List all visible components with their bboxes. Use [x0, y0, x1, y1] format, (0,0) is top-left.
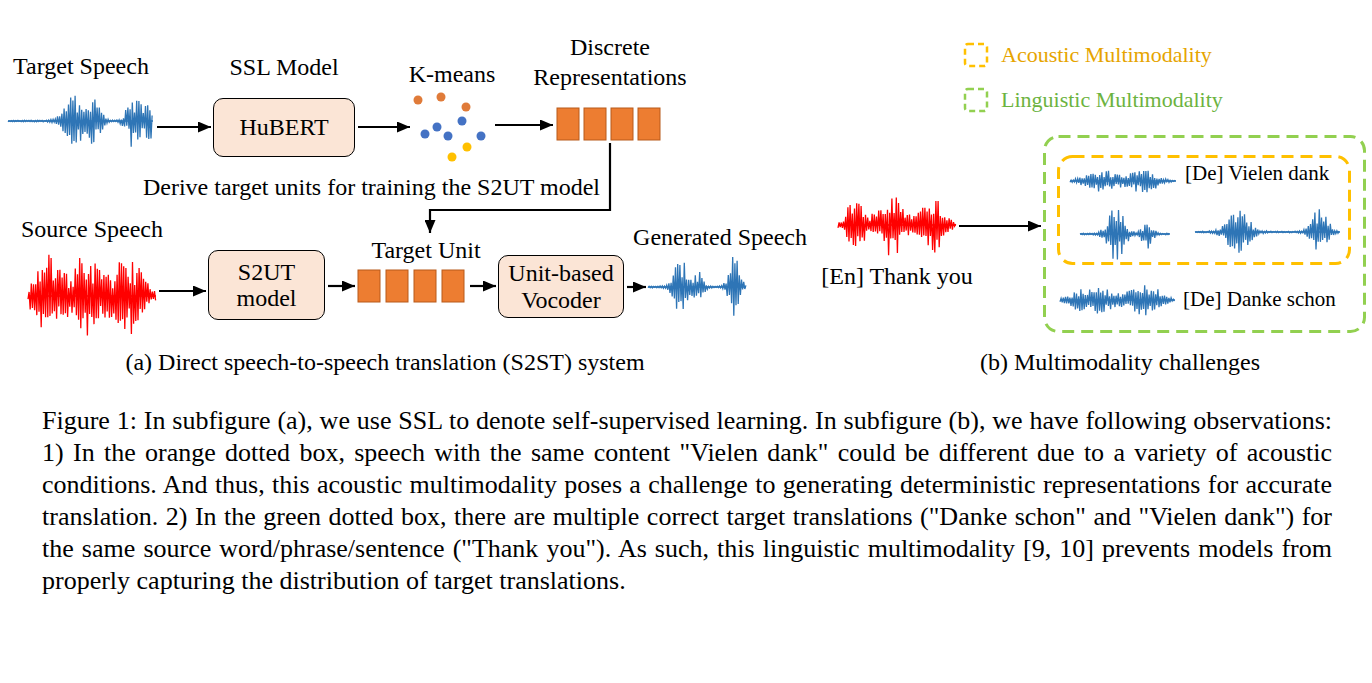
unit-square	[358, 270, 380, 302]
unit-square	[386, 270, 408, 302]
node-caption: Discrete Representations	[525, 32, 695, 92]
discrete-units	[557, 108, 660, 140]
target-units	[358, 270, 464, 302]
s2ut-box: S2UT model	[208, 250, 325, 320]
flow-arrow	[495, 124, 553, 126]
node-caption: K-means	[409, 60, 496, 88]
legend-swatch	[963, 87, 989, 113]
source-speech-waveform: Source Speech	[28, 255, 156, 337]
discrete-units: Discrete Representations	[555, 108, 665, 140]
linguistic-group: [De] Vielen dank [De] Danke schon	[1043, 135, 1366, 333]
unit-square	[414, 270, 436, 302]
box-label: S2UT model	[229, 259, 304, 312]
box-label: HuBERT	[239, 114, 328, 140]
legend-entry: Linguistic Multimodality	[963, 87, 1223, 113]
cluster-dot	[463, 143, 472, 152]
cluster-dot	[421, 130, 430, 139]
cluster-dot	[414, 96, 423, 105]
flow-arrow	[157, 126, 211, 128]
node-caption: Source Speech	[21, 215, 163, 243]
legend-swatch	[965, 89, 987, 111]
node-caption: [De] Vielen dank	[1185, 159, 1329, 187]
flow-arrow	[470, 285, 496, 287]
node-caption: [En] Thank you	[821, 262, 973, 290]
cluster-dot	[433, 123, 442, 132]
kmeans-dots	[414, 93, 486, 162]
subfigure-caption: (b) Multimodality challenges	[980, 347, 1260, 377]
node-caption: [De] Danke schon	[1183, 285, 1336, 313]
legend-text: Linguistic Multimodality	[1001, 87, 1223, 113]
cluster-dot	[444, 132, 453, 141]
unit-square	[611, 108, 633, 140]
node-caption: Target Unit	[371, 236, 480, 264]
cluster-dot	[437, 93, 446, 102]
legend-entry: Acoustic Multimodality	[963, 42, 1212, 68]
edge-label: Derive target units for training the S2U…	[143, 173, 600, 201]
unit-square	[557, 108, 579, 140]
target-speech-waveform: Target Speech	[8, 92, 154, 150]
cluster-dot	[462, 103, 471, 112]
unit-square	[584, 108, 606, 140]
waveform	[8, 96, 152, 147]
node-caption: Generated Speech	[633, 223, 807, 251]
waveforms	[8, 96, 1340, 336]
subfigure-caption: (a) Direct speech-to-speech translation …	[125, 347, 644, 377]
waveform	[28, 255, 156, 336]
acoustic-group: [De] Vielen dank	[1057, 155, 1351, 265]
flow-arrow	[627, 286, 646, 288]
generated-speech-waveform: Generated Speech	[648, 255, 746, 320]
box-label: Unit-based Vocoder	[505, 260, 617, 313]
target-units: Target Unit	[357, 270, 467, 302]
dashed-outline	[1045, 137, 1365, 332]
legend-text: Acoustic Multimodality	[1001, 42, 1212, 68]
waveform	[1195, 209, 1339, 252]
flow-arrow	[358, 126, 410, 128]
figure-caption: Figure 1: In subfigure (a), we use SSL t…	[42, 405, 1332, 597]
cluster-dot	[477, 132, 486, 141]
waveform	[838, 198, 956, 256]
legend-swatch	[965, 44, 987, 66]
unit-square	[442, 270, 464, 302]
waveform	[648, 257, 746, 316]
unit-square	[638, 108, 660, 140]
kmeans-cluster: K-means	[412, 92, 492, 162]
cluster-dot	[458, 117, 467, 126]
source-utterance-waveform: [En] Thank you	[838, 193, 956, 258]
waveform	[1070, 171, 1176, 192]
waveform	[1080, 210, 1169, 259]
dashed-outline	[1059, 157, 1350, 264]
flow-arrow	[159, 290, 206, 292]
hubert-box: SSL ModelHuBERT	[213, 98, 355, 157]
waveform	[1060, 285, 1174, 315]
node-caption: Target Speech	[13, 52, 149, 80]
node-caption: SSL Model	[229, 53, 338, 81]
flow-arrow	[328, 285, 355, 287]
vocoder-box: Unit-based Vocoder	[498, 255, 624, 318]
legend-swatch	[963, 42, 989, 68]
flow-arrow	[959, 225, 1041, 227]
cluster-dot	[448, 153, 457, 162]
